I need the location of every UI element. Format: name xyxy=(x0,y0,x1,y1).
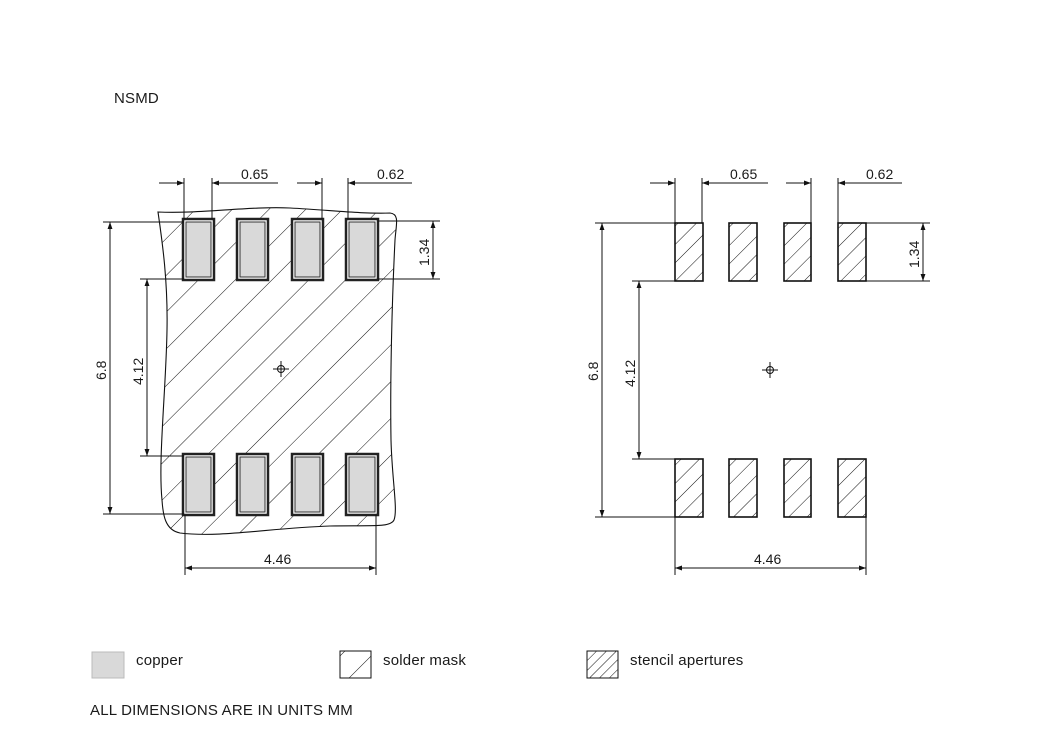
dim-inner-gap-label: 4.12 xyxy=(622,360,638,387)
dim-pad-width-label: 0.62 xyxy=(866,166,893,182)
dim-overall-width-label: 4.46 xyxy=(264,551,291,567)
dim-pitch-label: 0.65 xyxy=(730,166,757,182)
dim-overall-height-label: 6.8 xyxy=(93,360,109,380)
units-note: ALL DIMENSIONS ARE IN UNITS MM xyxy=(90,702,353,719)
pads-bottom-row xyxy=(181,452,380,517)
legend-stencil-label: stencil apertures xyxy=(630,652,744,669)
dim-pad-height-label: 1.34 xyxy=(906,241,922,268)
dim-overall-height-label: 6.8 xyxy=(585,361,601,381)
dim-inner-gap-label: 4.12 xyxy=(130,358,146,385)
stencil-apertures-top-row xyxy=(674,222,867,282)
pads-top-row xyxy=(181,217,380,282)
drawing-title: NSMD xyxy=(114,90,159,107)
dim-overall-width-label: 4.46 xyxy=(754,551,781,567)
solder-mask-region xyxy=(157,207,398,535)
copper-swatch-icon xyxy=(91,651,125,679)
center-mark-icon xyxy=(273,361,289,377)
left-diagram: 0.65 0.62 1.34 6.8 4.12 4.46 xyxy=(93,166,440,575)
solder-mask-swatch-icon xyxy=(339,650,372,679)
dim-pad-width-label: 0.62 xyxy=(377,166,404,182)
legend xyxy=(91,650,619,679)
stencil-apertures-bottom-row xyxy=(674,458,867,518)
dim-pitch-label: 0.65 xyxy=(241,166,268,182)
legend-solder-mask-label: solder mask xyxy=(383,652,467,669)
dim-pad-height-label: 1.34 xyxy=(416,239,432,266)
center-mark-icon xyxy=(762,362,778,378)
right-diagram: 0.65 0.62 1.34 6.8 4.12 4.46 xyxy=(585,166,930,575)
stencil-swatch-icon xyxy=(586,650,619,679)
legend-copper-label: copper xyxy=(136,652,184,669)
